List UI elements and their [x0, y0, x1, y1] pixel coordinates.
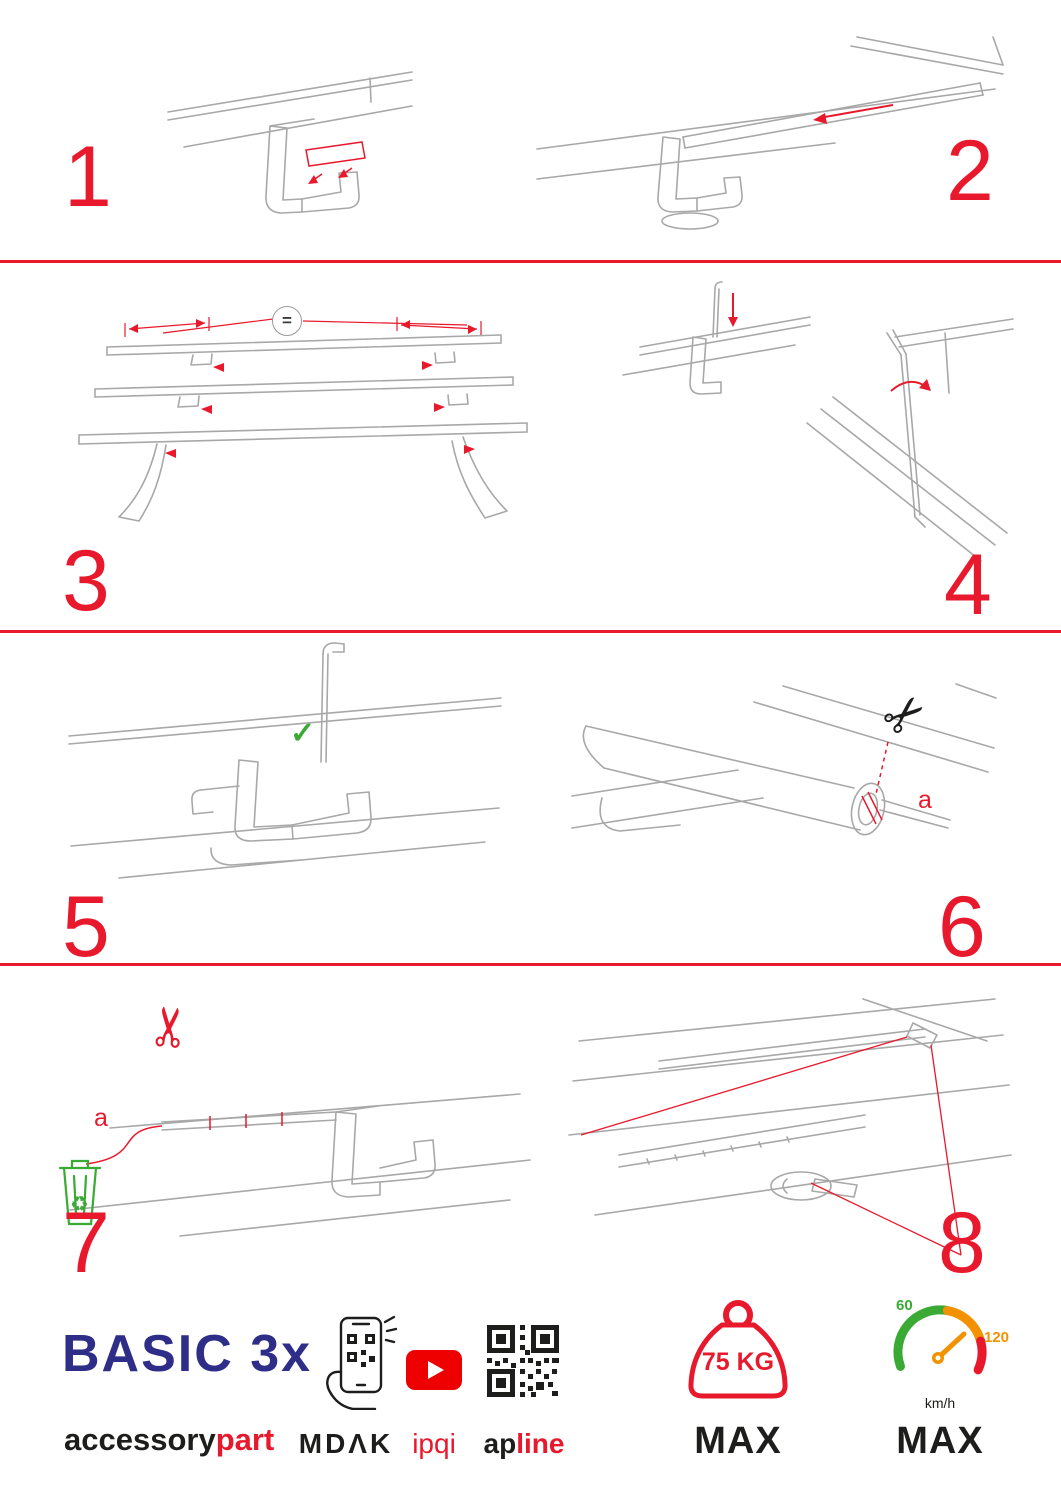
speed-unit-label: km/h	[924, 1395, 956, 1411]
section-divider	[0, 963, 1061, 966]
slide-arrow	[818, 104, 894, 119]
partner-ipqi-logo: ipqi	[412, 1428, 456, 1459]
section-divider	[0, 630, 1061, 633]
weight-max-label: MAX	[694, 1420, 782, 1462]
step-7-number: 7	[62, 1195, 110, 1291]
section-divider	[0, 260, 1061, 263]
step-2-drawing	[536, 36, 1004, 230]
equal-spacing-badge: =	[272, 306, 302, 336]
equal-spacing-annotation	[124, 317, 482, 337]
checkmark-icon: ✓	[290, 717, 316, 750]
step-6-drawing	[571, 683, 997, 836]
step-3-drawing	[78, 317, 528, 522]
step-8-number: 8	[938, 1195, 986, 1291]
step-3-number: 3	[62, 533, 110, 629]
brand-logo-accessory: accessory	[64, 1422, 216, 1457]
tighten-annotation	[732, 293, 928, 392]
speed-max-label: MAX	[896, 1420, 984, 1462]
step-4-drawing	[622, 281, 1014, 562]
step-8-drawing	[568, 998, 1012, 1256]
brand-logo-part: part	[215, 1422, 275, 1457]
scissors-icon: ✂	[138, 1001, 203, 1053]
weight-limit-value: 75 KG	[701, 1348, 775, 1376]
part-label-a: a	[918, 786, 932, 814]
product-name: BASIC 3x	[62, 1325, 313, 1383]
trash-bin-icon	[58, 1159, 102, 1226]
speedometer-icon	[893, 1305, 987, 1375]
speed-120-label: 120	[984, 1329, 1010, 1346]
scan-qr-phone-icon	[326, 1315, 397, 1410]
insert-pad-annotation	[305, 141, 366, 182]
step-5-number: 5	[62, 879, 110, 975]
step-5-drawing	[68, 642, 502, 879]
step-1-drawing	[167, 71, 413, 214]
cut-line-annotation	[861, 741, 889, 825]
brand-logo: accessorypart	[64, 1424, 274, 1455]
partner-apline-logo: apline	[478, 1430, 570, 1458]
step-2-number: 2	[946, 123, 994, 219]
step-7-drawing	[58, 1093, 531, 1237]
recycle-icon: ♻	[70, 1193, 89, 1216]
partner-apline-ap: ap	[483, 1428, 517, 1459]
discard-strip-annotation	[85, 1112, 283, 1165]
partner-apline-line: line	[516, 1428, 565, 1459]
step-6-number: 6	[938, 879, 986, 975]
step-1-number: 1	[64, 129, 112, 225]
weight-limit-icon	[688, 1300, 788, 1399]
partner-mdak-logo: MDΛK	[298, 1428, 394, 1459]
part-label-a: a	[94, 1104, 108, 1132]
speed-60-label: 60	[896, 1297, 913, 1314]
fastener-leader-lines	[580, 1036, 962, 1256]
qr-code	[487, 1325, 559, 1397]
youtube-icon	[406, 1350, 462, 1390]
step-4-number: 4	[944, 537, 992, 633]
